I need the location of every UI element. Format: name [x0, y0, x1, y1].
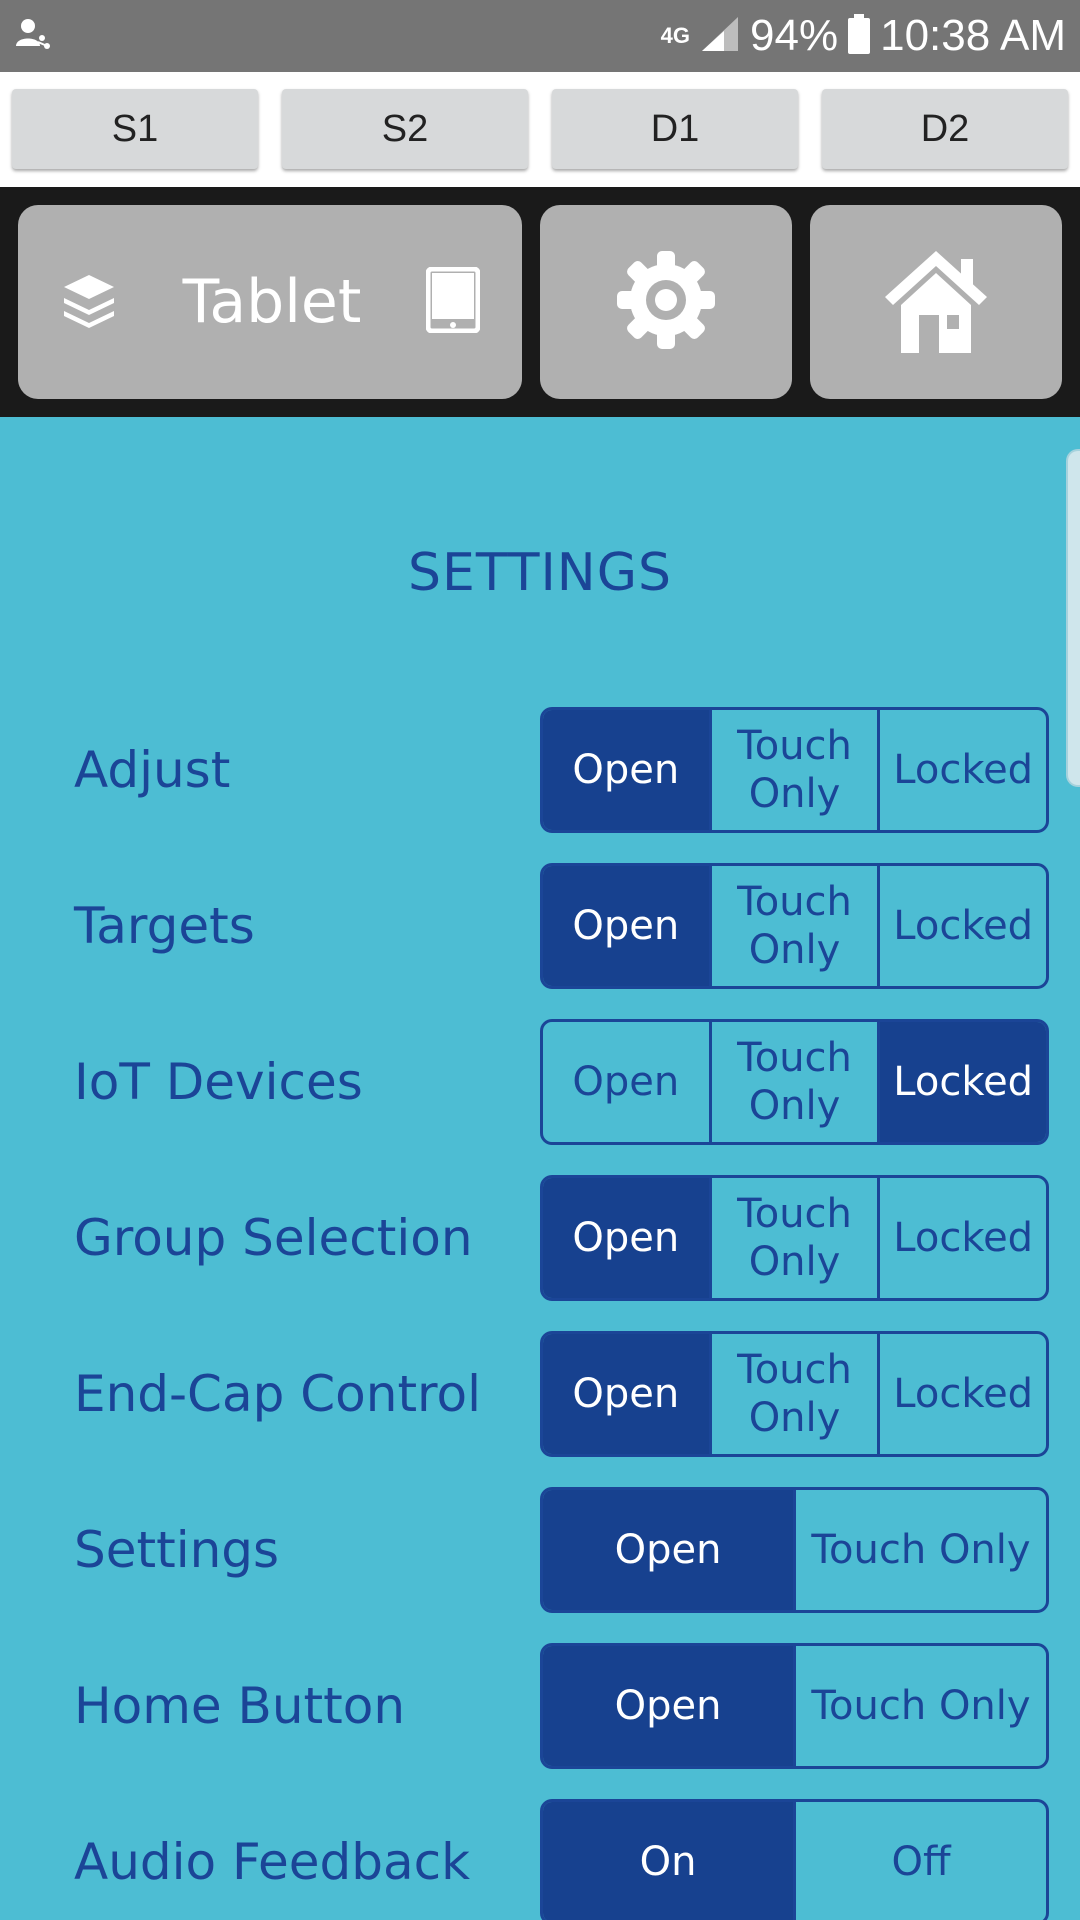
home-icon — [881, 245, 991, 359]
tab-d1[interactable]: D1 — [552, 89, 798, 169]
nav-bar: Tablet — [0, 187, 1080, 417]
setting-label: Targets — [74, 897, 255, 955]
option-touch-only[interactable]: Touch Only — [793, 1490, 1046, 1610]
tab-d2[interactable]: D2 — [822, 89, 1068, 169]
battery-percentage: 94% — [750, 11, 839, 60]
tablet-icon — [425, 266, 481, 337]
setting-label: Adjust — [74, 741, 231, 799]
layers-icon — [60, 271, 118, 333]
option-open[interactable]: Open — [543, 1490, 793, 1610]
option-touch-only[interactable]: Touch Only — [708, 866, 878, 986]
option-locked[interactable]: Locked — [877, 1022, 1046, 1142]
network-type-icon: 4G — [660, 23, 691, 48]
option-open[interactable]: Open — [543, 710, 709, 830]
clock: 10:38 AM — [880, 11, 1066, 60]
setting-label: Settings — [74, 1521, 280, 1579]
option-touch-only[interactable]: Touch Only — [708, 710, 878, 830]
option-open[interactable]: Open — [543, 1334, 709, 1454]
option-open[interactable]: Open — [572, 1059, 680, 1105]
tab-s1[interactable]: S1 — [12, 89, 258, 169]
option-on[interactable]: On — [543, 1802, 793, 1920]
setting-label: IoT Devices — [74, 1053, 363, 1111]
gear-icon — [611, 245, 721, 359]
option-touch-only[interactable]: Touch Only — [708, 1178, 878, 1298]
option-open[interactable]: Open — [543, 1178, 709, 1298]
option-touch-only[interactable]: Touch Only — [793, 1646, 1046, 1766]
option-touch-only[interactable]: Touch Only — [708, 1334, 878, 1454]
option-locked[interactable]: Locked — [877, 1334, 1046, 1454]
status-bar: 4G 94% 10:38 AM — [0, 0, 1080, 72]
tab-s2[interactable]: S2 — [282, 89, 528, 169]
option-open[interactable]: Open — [543, 1646, 793, 1766]
side-drawer-handle[interactable] — [1066, 449, 1080, 787]
quick-tab-row: S1 S2 D1 D2 — [0, 72, 1080, 187]
setting-label: Audio Feedback — [74, 1833, 471, 1891]
home-button[interactable] — [810, 205, 1062, 399]
tablet-button[interactable]: Tablet — [18, 205, 522, 399]
tablet-label: Tablet — [182, 267, 362, 337]
settings-button[interactable] — [540, 205, 792, 399]
option-locked[interactable]: Locked — [877, 710, 1046, 830]
setting-label: End-Cap Control — [74, 1365, 481, 1423]
page-title: SETTINGS — [407, 543, 672, 603]
option-locked[interactable]: Locked — [877, 1178, 1046, 1298]
setting-label: Group Selection — [74, 1209, 473, 1267]
battery-icon — [848, 14, 871, 58]
setting-label: Home Button — [74, 1677, 406, 1735]
option-off[interactable]: Off — [793, 1802, 1046, 1920]
option-touch-only[interactable]: Touch Only — [708, 1022, 878, 1142]
option-open[interactable]: Open — [543, 866, 709, 986]
option-locked[interactable]: Locked — [877, 866, 1046, 986]
signal-icon — [700, 15, 740, 57]
notification-user-icon — [14, 16, 50, 56]
